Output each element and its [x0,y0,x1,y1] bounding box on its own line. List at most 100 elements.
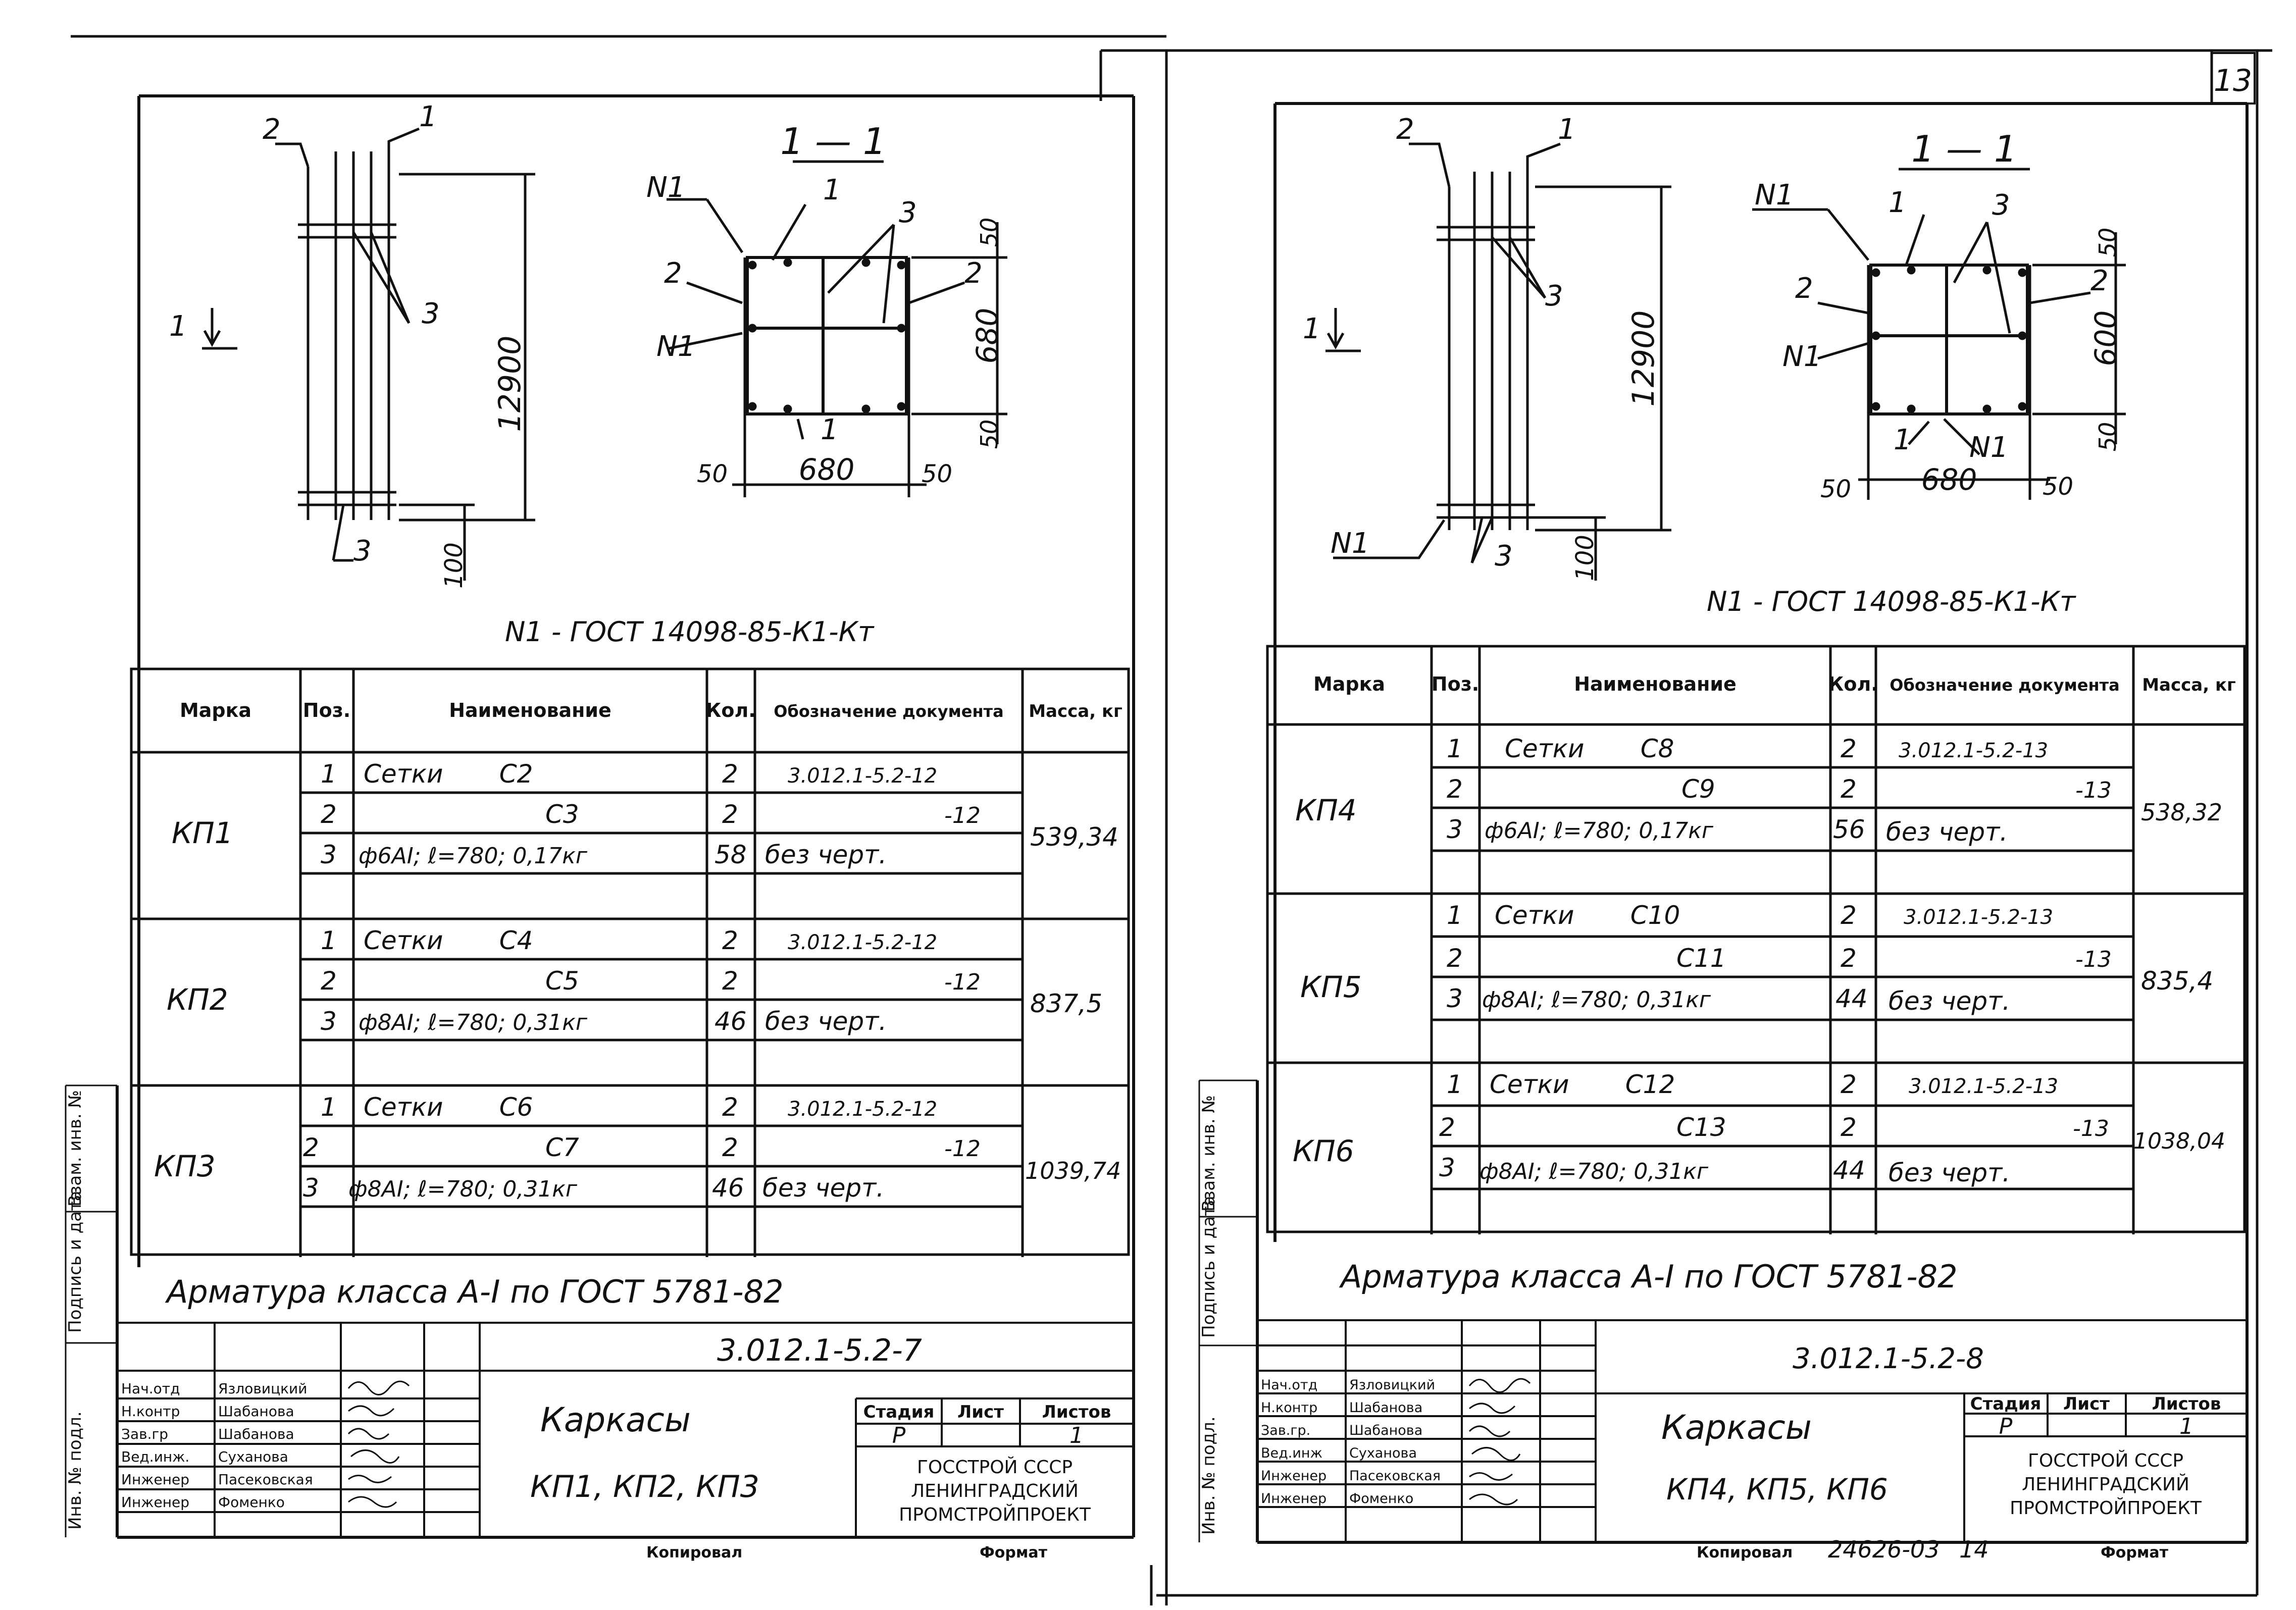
label-sec-1-bottom: 1 [1894,424,1912,456]
row-pos: 2 [1447,944,1463,973]
label-sec-3: 3 [899,196,917,229]
sheets-value: 1 [1069,1423,1084,1448]
person-role: Инженер [121,1471,189,1488]
person-role: Вед.инж [1261,1445,1322,1461]
label-sec-1-top: 1 [1889,186,1907,219]
label-n1-bottom: N1 [1331,527,1370,560]
col-mark: Марка [1313,673,1385,695]
row-doc: 3.012.1-5.2-12 [788,764,937,788]
row-pos: 1 [321,759,337,789]
format-label: Формат [2101,1544,2169,1562]
group-mark: КП5 [1300,970,1362,1004]
row-qty: 58 [715,840,747,869]
row-name: С11 [1676,944,1726,973]
row-qty: 44 [1835,984,1868,1013]
right-title-block: 3.012.1-5.2-8 Каркасы КП4, КП5, КП6 Стад… [1257,1319,2247,1563]
label-rod-3-top: 3 [422,297,440,330]
person-name: Фоменко [218,1494,285,1511]
group-mark: КП2 [167,982,228,1017]
row-qty: 46 [712,1173,744,1203]
group-mark: КП3 [154,1149,216,1183]
stage-header: Стадия [863,1402,935,1422]
row-doc: -13 [2075,947,2112,972]
row-pos: 1 [321,1093,337,1122]
doc-code: 3.012.1-5.2-7 [717,1333,922,1368]
col-mass: Масса, кг [2142,675,2236,695]
copy-sheet-number: 14 [1959,1536,1989,1563]
section-title: 1 — 1 [780,120,886,163]
row-pos: 2 [321,800,337,829]
label-sec-1-top: 1 [823,174,841,206]
stamp-inv-no: Инв. № подл. [65,1411,85,1530]
person-name: Пасековская [218,1471,313,1488]
row-doc: без черт. [1889,1158,2010,1187]
row-name: Сетки С6 [364,1093,533,1122]
person-name: Язловицкий [1349,1377,1435,1393]
row-name: ф8АI; ℓ=780; 0,31кг [1482,987,1711,1013]
label-rod-1: 1 [1558,113,1576,146]
row-name: Сетки С4 [364,926,533,955]
title-line1: Каркасы [540,1400,691,1439]
row-doc: без черт. [1889,986,2010,1016]
row-qty: 44 [1833,1156,1865,1185]
left-frame [116,94,1135,1539]
person-role: Вед.инж. [121,1448,189,1465]
row-name: Сетки С8 [1505,734,1674,763]
stage-value: Р [892,1423,906,1448]
person-role: Нач.отд [121,1380,180,1397]
person-role: Инженер [121,1494,189,1511]
dim-mid: 600 [2088,310,2123,367]
row-pos: 3 [1447,815,1463,844]
row-pos: 1 [1447,734,1463,763]
row-pos: 3 [321,840,337,869]
row-pos: 3 [321,1007,337,1036]
label-n1-top: N1 [646,171,686,204]
stamp-sign-date: Подпись и дата [1199,1196,1219,1338]
label-sec-2-right: 2 [2090,265,2109,297]
row-doc: 3.012.1-5.2-12 [788,931,937,954]
label-section-1: 1 [169,310,187,343]
label-sec-2-left: 2 [1795,272,1813,305]
weld-note: N1 - ГОСТ 14098-85-К1-Кт [1707,586,2076,617]
label-n1-mid: N1 [1782,340,1822,373]
dim-right: 50 [2043,473,2073,501]
row-doc: 3.012.1-5.2-13 [1899,739,2048,762]
group-mass: 1038,04 [2133,1128,2225,1154]
dim-height: 12900 [492,336,528,432]
archive-number: 24626-03 [1828,1536,1940,1563]
col-name: Наименование [449,699,611,721]
person-name: Шабанова [1349,1423,1422,1438]
label-rod-3-bottom: 3 [1495,540,1513,573]
sheets-header: Листов [2152,1394,2221,1414]
row-name: С3 [545,800,579,829]
format-label: Формат [980,1544,1048,1562]
row-doc: 3.012.1-5.2-13 [1904,906,2053,929]
row-qty: 2 [722,759,738,789]
col-qty: Кол. [1828,673,1878,695]
row-doc: -12 [944,803,981,828]
org-line1: ГОССТРОЙ СССР [917,1457,1073,1478]
label-sec-2-left: 2 [664,257,682,290]
row-pos: 2 [1439,1113,1455,1142]
row-pos: 2 [303,1133,319,1162]
group-mass: 837,5 [1030,989,1102,1018]
stamp-replace-inv: Взам. инв. № [65,1090,85,1207]
person-name: Язловицкий [218,1380,307,1397]
row-doc: -13 [2073,1116,2109,1141]
left-side-stamp: Инв. № подл. Подпись и дата Взам. инв. № [65,1084,117,1537]
label-n1-mid: N1 [656,330,696,363]
dim-left: 50 [697,460,728,488]
row-qty: 2 [722,1133,738,1162]
right-section [1752,168,2126,500]
group-mark: КП4 [1295,793,1357,827]
group-mark: КП1 [172,816,233,850]
person-role: Зав.гр. [1261,1423,1310,1438]
row-doc: без черт. [762,1173,884,1203]
col-pos: Поз. [303,699,350,721]
copied-label: Копировал [646,1544,742,1562]
title-line2: КП4, КП5, КП6 [1666,1472,1888,1507]
right-section-labels: 1 — 1 N1 1 3 2 2 N1 1 N1 50 600 50 50 68… [1707,128,2123,617]
row-name: ф6АI; ℓ=780; 0,17кг [1485,818,1714,844]
col-name: Наименование [1574,673,1737,695]
